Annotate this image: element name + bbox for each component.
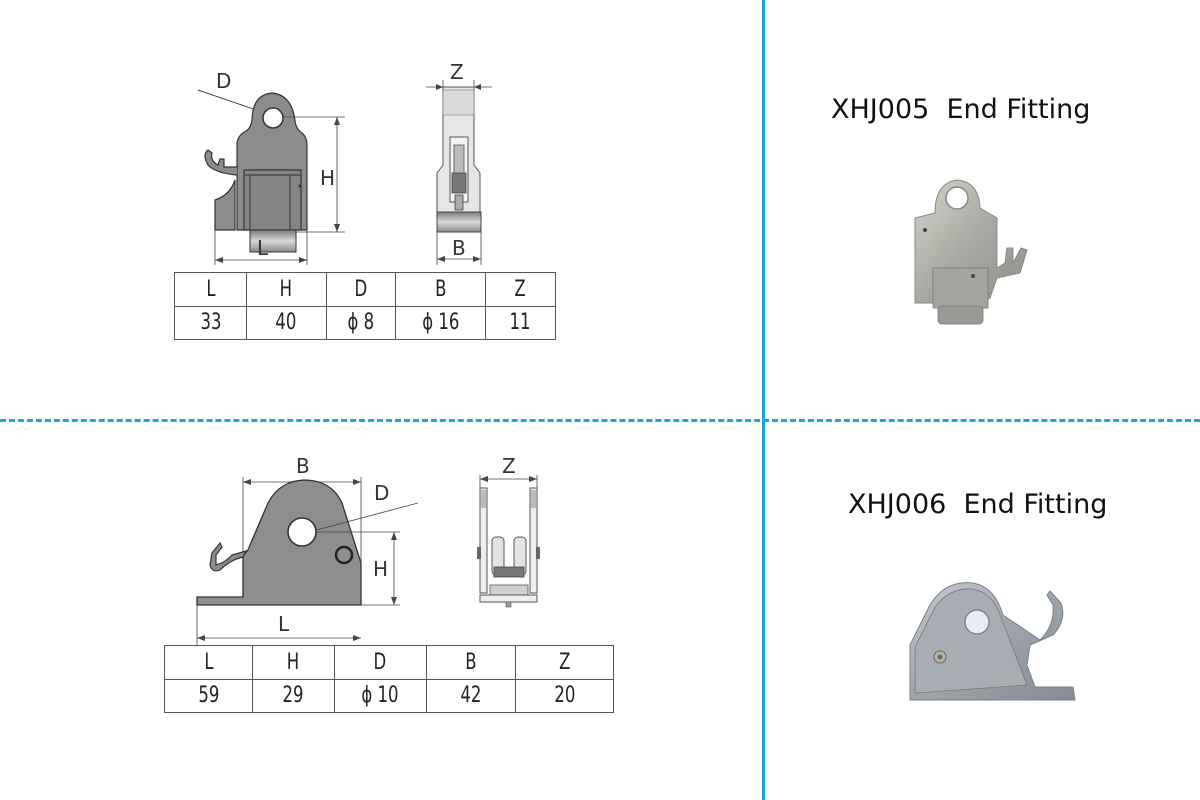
dim-label-b: B — [452, 236, 466, 260]
header-cell-z: Z — [493, 272, 548, 307]
vertical-divider — [762, 0, 765, 800]
xhj005-side-view-drawing: Z B — [426, 60, 492, 265]
spec-table-header-row: L H D B Z — [165, 645, 614, 680]
xhj006-product-photo — [909, 582, 1076, 701]
dim-label-z: Z — [502, 454, 516, 478]
dim-label-h: H — [373, 557, 388, 581]
dim-label-l: L — [257, 236, 269, 260]
xhj005-front-view-drawing: D H L — [197, 69, 345, 265]
header-cell-d: D — [345, 645, 415, 680]
header-cell-d: D — [334, 272, 388, 307]
header-cell-b: B — [436, 645, 505, 680]
value-cell-h: 40 — [256, 305, 317, 340]
spec-table-value-row: 59 29 ϕ 10 42 20 — [165, 678, 614, 713]
dim-label-l: L — [278, 612, 290, 636]
value-cell-d: ϕ 8 — [334, 305, 388, 340]
dim-label-b: B — [296, 454, 310, 478]
value-cell-z: 20 — [527, 678, 602, 713]
header-cell-h: H — [256, 272, 317, 307]
header-cell-z: Z — [527, 645, 602, 680]
xhj005-spec-table: L H D B Z 33 40 ϕ 8 ϕ 16 11 — [174, 272, 556, 340]
value-cell-l: 33 — [183, 305, 238, 340]
spec-table-header-row: L H D B Z — [175, 272, 556, 307]
header-cell-h: H — [262, 645, 325, 680]
xhj006-spec-table: L H D B Z 59 29 ϕ 10 42 20 — [164, 645, 614, 713]
spec-table-value-row: 33 40 ϕ 8 ϕ 16 11 — [175, 305, 556, 340]
xhj006-front-view-drawing: B D H L — [196, 454, 419, 645]
value-cell-z: 11 — [493, 305, 548, 340]
header-cell-l: L — [183, 272, 238, 307]
dim-label-h: H — [320, 166, 335, 190]
value-cell-l: 59 — [175, 678, 242, 713]
value-cell-b: ϕ 16 — [406, 305, 475, 340]
header-cell-l: L — [175, 645, 242, 680]
dim-label-d: D — [374, 481, 389, 505]
xhj005-product-title: XHJ005 End Fitting — [831, 94, 1091, 125]
xhj006-side-view-drawing: Z — [477, 454, 540, 608]
dim-label-z: Z — [450, 60, 464, 84]
header-cell-b: B — [406, 272, 475, 307]
value-cell-b: 42 — [436, 678, 505, 713]
horizontal-divider — [0, 419, 1200, 422]
value-cell-h: 29 — [262, 678, 325, 713]
dim-label-d: D — [216, 69, 231, 93]
value-cell-d: ϕ 10 — [345, 678, 415, 713]
xhj005-product-photo — [914, 179, 1028, 325]
xhj006-product-title: XHJ006 End Fitting — [848, 489, 1108, 520]
